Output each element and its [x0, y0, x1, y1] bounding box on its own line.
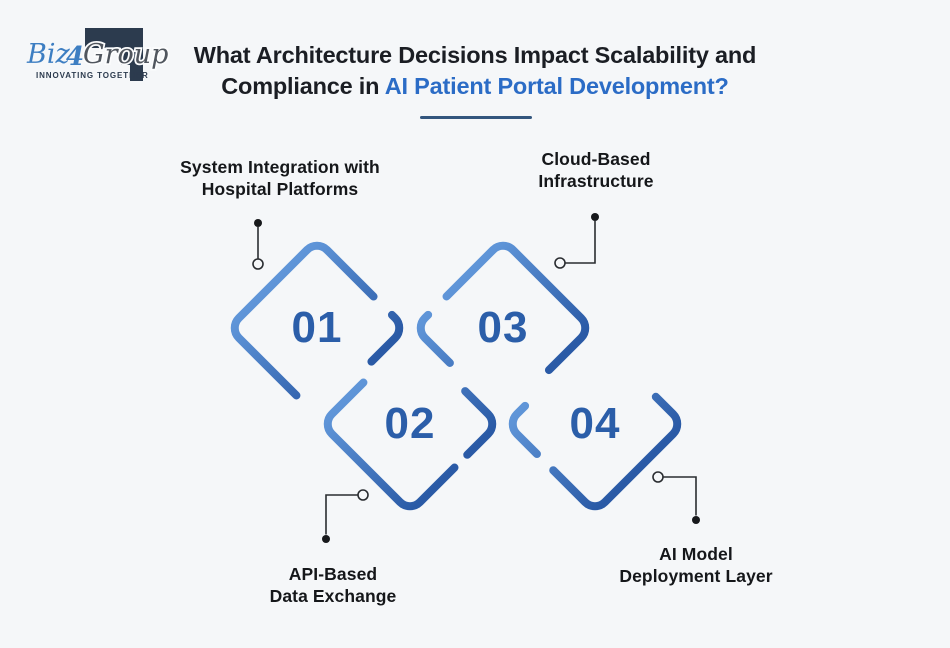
step-number-04: 04 [569, 399, 621, 448]
connector-ring-04 [652, 471, 664, 483]
page-title-line2: Compliance in AI Patient Portal Developm… [0, 71, 950, 102]
diamond-02-outline [323, 337, 497, 511]
step-number-02: 02 [384, 399, 436, 448]
logo-tagline: INNOVATING TOGETHER [36, 71, 149, 80]
page-title-highlight: AI Patient Portal Development? [384, 73, 729, 99]
page-title: What Architecture Decisions Impact Scala… [0, 40, 950, 102]
step-label-01-line1: System Integration with [180, 157, 380, 177]
connector-line-03 [565, 221, 596, 264]
diamond-04-outline [508, 337, 682, 511]
connector-dot-01 [254, 219, 262, 227]
connector-lines [257, 221, 697, 535]
step-label-03-line2: Infrastructure [538, 171, 654, 191]
connector-dot-03 [591, 213, 599, 221]
step-label-01-line2: Hospital Platforms [201, 179, 359, 199]
logo-bracket-shape [85, 28, 143, 81]
step-label-03-line1: Cloud-Based [541, 149, 651, 169]
diamond-03-outline [416, 241, 590, 415]
biz4group-logo: Biz 4 Group INNOVATING TOGETHER [26, 28, 170, 81]
step-label-04: AI Model Deployment Layer [546, 543, 846, 587]
step-label-02: API-Based Data Exchange [183, 563, 483, 607]
logo-text-4: 4 [66, 42, 84, 72]
logo-text-group: Group [83, 39, 168, 70]
step-label-01: System Integration with Hospital Platfor… [130, 156, 430, 200]
connector-end-dots [254, 213, 700, 543]
diamond-01-outline [230, 241, 404, 415]
connector-line-02 [325, 494, 358, 535]
step-label-02-line1: API-Based [288, 564, 378, 584]
connector-ring-01 [252, 258, 264, 270]
diamond-outlines [230, 241, 682, 511]
step-number-03: 03 [477, 303, 529, 352]
title-underline [420, 116, 532, 119]
step-label-04-line2: Deployment Layer [619, 566, 773, 586]
connector-dot-02 [322, 535, 330, 543]
step-number-01: 01 [291, 303, 343, 352]
connector-ring-02 [357, 489, 369, 501]
step-label-02-line2: Data Exchange [269, 586, 397, 606]
connector-dot-04 [692, 516, 700, 524]
connector-ring-dots [252, 257, 664, 501]
step-label-04-line1: AI Model [659, 544, 733, 564]
step-label-03: Cloud-Based Infrastructure [446, 148, 746, 192]
page-title-line2-prefix: Compliance in [221, 73, 385, 99]
connector-line-04 [663, 476, 697, 516]
logo-text-biz: Biz [26, 39, 70, 70]
connector-ring-03 [554, 257, 566, 269]
page-title-line1: What Architecture Decisions Impact Scala… [193, 42, 757, 68]
